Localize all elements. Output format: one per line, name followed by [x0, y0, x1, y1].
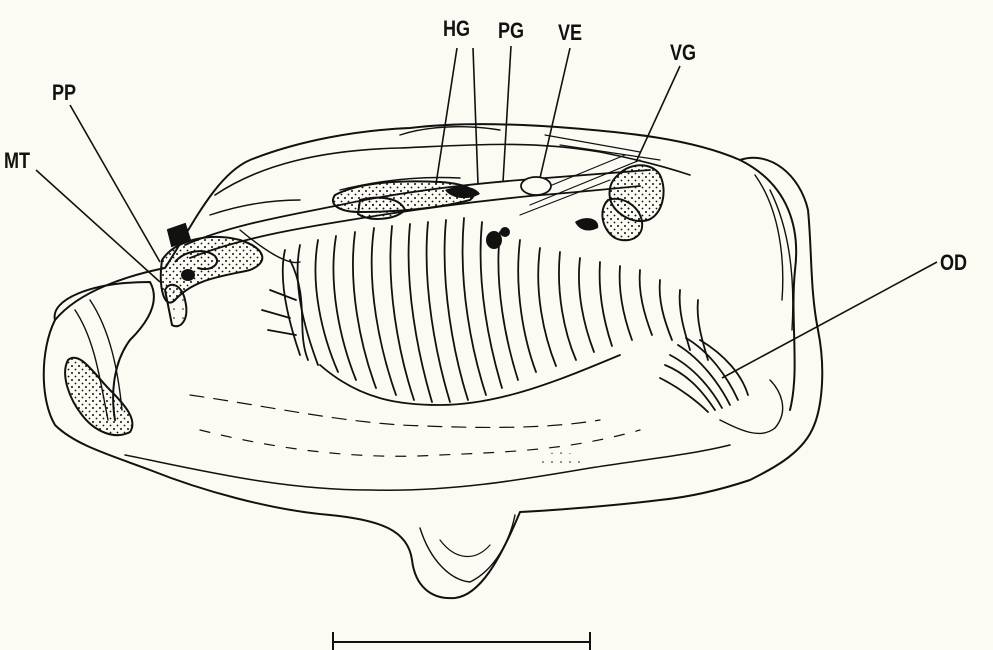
- label-vg: VG: [670, 42, 696, 64]
- label-ve: VE: [558, 22, 582, 44]
- label-mt: MT: [4, 150, 30, 172]
- label-od: OD: [940, 252, 967, 274]
- label-pp: PP: [52, 82, 76, 104]
- leader-lines: [36, 46, 937, 378]
- lower-lobe-line: [420, 515, 515, 582]
- label-hg: HG: [443, 18, 470, 40]
- mantle-line: [125, 445, 730, 490]
- scale-bar: [333, 632, 590, 650]
- stippled-organs: [65, 165, 663, 468]
- gill-lamellae: [262, 218, 708, 405]
- ve-structure: [521, 177, 551, 195]
- label-pg: PG: [498, 20, 524, 42]
